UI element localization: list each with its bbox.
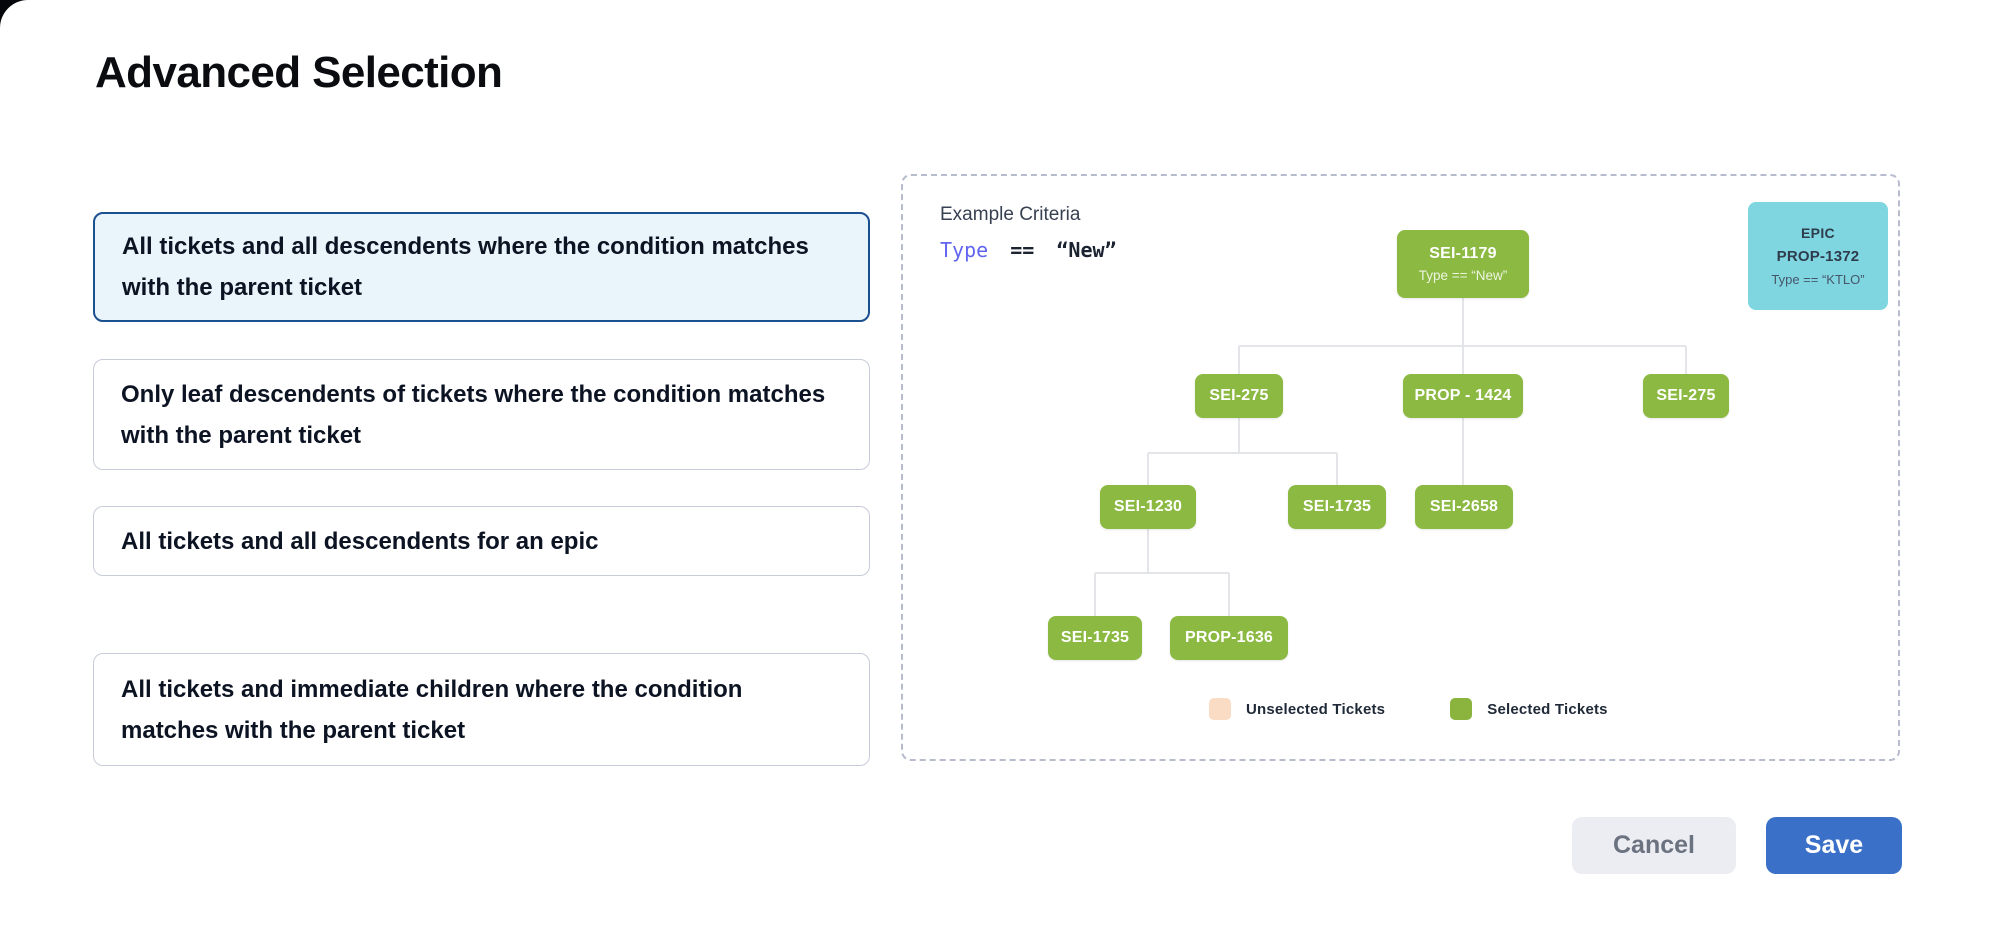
criteria-expression: Type == “New” (940, 238, 1117, 262)
option-label: All tickets and immediate children where… (121, 675, 743, 744)
selected-swatch-icon (1450, 698, 1473, 720)
legend-label: Unselected Tickets (1246, 700, 1386, 718)
unselected-swatch-icon (1209, 698, 1231, 720)
legend-item-unselected: Unselected Tickets (1209, 698, 1385, 720)
tree-node: SEI-2658 (1415, 485, 1513, 529)
tree-node: SEI-275 (1195, 374, 1283, 418)
ticket-id: SEI-1179 (1429, 245, 1497, 262)
ticket-id: SEI-2658 (1429, 498, 1499, 515)
legend: Unselected Tickets Selected Tickets (1209, 698, 1608, 720)
ticket-id: SEI-275 (1656, 387, 1716, 404)
option-leaf-descendents-condition[interactable]: Only leaf descendents of tickets where t… (93, 359, 870, 470)
tree-node: PROP - 1424 (1403, 374, 1523, 418)
ticket-id: SEI-1230 (1113, 498, 1183, 515)
ticket-id: PROP - 1424 (1414, 387, 1512, 404)
option-label: Only leaf descendents of tickets where t… (121, 380, 826, 449)
epic-type-label: EPIC (1801, 225, 1835, 241)
legend-label: Selected Tickets (1487, 700, 1608, 718)
ticket-id: SEI-1735 (1060, 629, 1130, 646)
ticket-id: SEI-1735 (1302, 498, 1372, 515)
tree-node-root: SEI-1179 Type == “New” (1397, 230, 1529, 298)
epic-condition: Type == “KTLO” (1771, 272, 1865, 287)
tree-node: SEI-1735 (1288, 485, 1386, 529)
criteria-value: “New” (1056, 238, 1117, 262)
epic-id: PROP-1372 (1776, 248, 1860, 265)
option-all-descendents-epic[interactable]: All tickets and all descendents for an e… (93, 506, 870, 576)
save-button[interactable]: Save (1766, 817, 1902, 874)
option-all-descendents-condition[interactable]: All tickets and all descendents where th… (93, 212, 870, 322)
epic-card: EPIC PROP-1372 Type == “KTLO” (1748, 202, 1888, 310)
page-title: Advanced Selection (95, 48, 503, 97)
tree-node: PROP-1636 (1170, 616, 1288, 660)
cancel-button[interactable]: Cancel (1572, 817, 1736, 874)
example-criteria-heading: Example Criteria (940, 204, 1081, 225)
option-label: All tickets and all descendents where th… (122, 233, 809, 301)
legend-item-selected: Selected Tickets (1450, 698, 1608, 720)
ticket-id: PROP-1636 (1184, 629, 1274, 646)
criteria-operator: == (1010, 238, 1035, 262)
ticket-condition: Type == “New” (1418, 268, 1508, 283)
option-immediate-children-condition[interactable]: All tickets and immediate children where… (93, 653, 870, 766)
option-label: All tickets and all descendents for an e… (121, 527, 599, 555)
criteria-field: Type (940, 238, 989, 262)
ticket-id: SEI-275 (1209, 387, 1269, 404)
tree-node: SEI-275 (1643, 374, 1729, 418)
example-criteria-panel: Example Criteria Type == “New” (901, 174, 1900, 761)
tree-node: SEI-1230 (1100, 485, 1196, 529)
tree-node: SEI-1735 (1048, 616, 1142, 660)
